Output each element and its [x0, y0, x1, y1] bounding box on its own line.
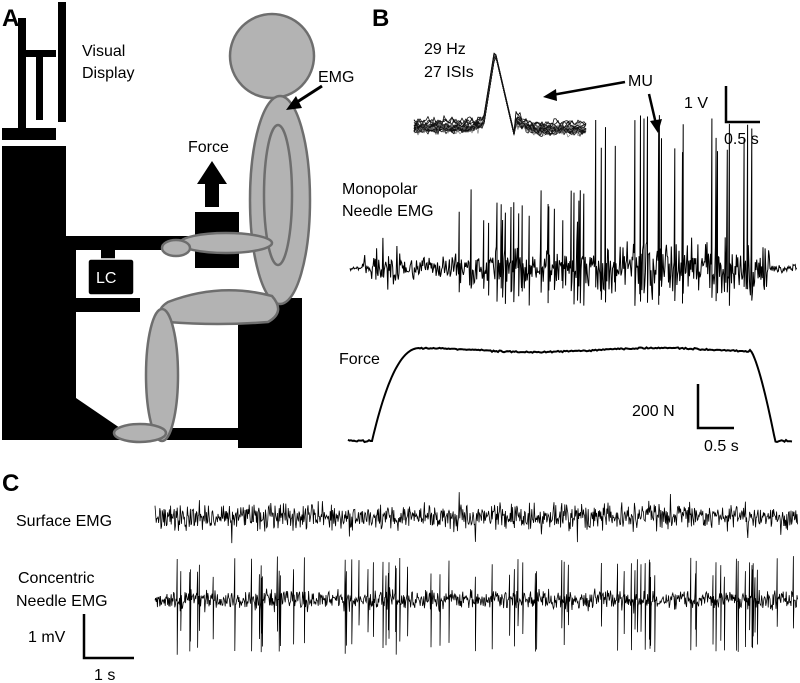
c-scale-time-label: 1 s — [94, 667, 115, 683]
motor-unit-label: MU — [628, 73, 653, 90]
emg-scale-bar — [724, 86, 760, 124]
visual-display-stand — [2, 2, 66, 140]
motor-unit-arrow-to-trace — [647, 93, 662, 133]
isi-count-label: 27 ISIs — [424, 64, 474, 81]
concentric-emg-trace — [154, 556, 798, 655]
panel-label-b: B — [372, 5, 389, 32]
monopolar-label-line2: Needle EMG — [342, 203, 434, 220]
surface-emg-trace — [154, 492, 798, 544]
force-scale-time-label: 0.5 s — [704, 438, 739, 455]
panel-label-a: A — [2, 5, 19, 32]
force-trace-label: Force — [339, 351, 380, 368]
force-scale-bar — [696, 384, 734, 430]
force-trace — [347, 346, 793, 444]
firing-rate-label: 29 Hz — [424, 41, 466, 58]
spike-overlay — [413, 52, 587, 138]
concentric-label-line1: Concentric — [18, 570, 94, 587]
motor-unit-arrow-to-overlay — [543, 80, 626, 101]
concentric-label-line2: Needle EMG — [16, 593, 108, 610]
emg-electrode-arrow — [286, 84, 323, 110]
force-arrow-icon — [197, 161, 227, 207]
surface-emg-label: Surface EMG — [16, 513, 112, 530]
emg-scale-time-label: 0.5 s — [724, 131, 759, 148]
c-scale-voltage-label: 1 mV — [28, 629, 66, 646]
emg-scale-voltage-label: 1 V — [684, 95, 708, 112]
load-cell — [87, 247, 135, 296]
panel-label-c: C — [2, 470, 19, 497]
overlay-waveform — [413, 54, 587, 134]
force-label: Force — [188, 139, 229, 156]
monopolar-label-line1: Monopolar — [342, 181, 418, 198]
c-scale-bar — [82, 614, 134, 660]
visual-display-label-line2: Display — [82, 65, 134, 82]
force-scale-newton-label: 200 N — [632, 403, 675, 420]
monopolar-emg-trace — [349, 115, 798, 306]
load-cell-label: LC — [96, 270, 116, 287]
visual-display-label-line1: Visual — [82, 43, 125, 60]
overlay-waveform — [413, 57, 587, 136]
emg-label: EMG — [318, 69, 354, 86]
seated-subject — [112, 12, 316, 444]
